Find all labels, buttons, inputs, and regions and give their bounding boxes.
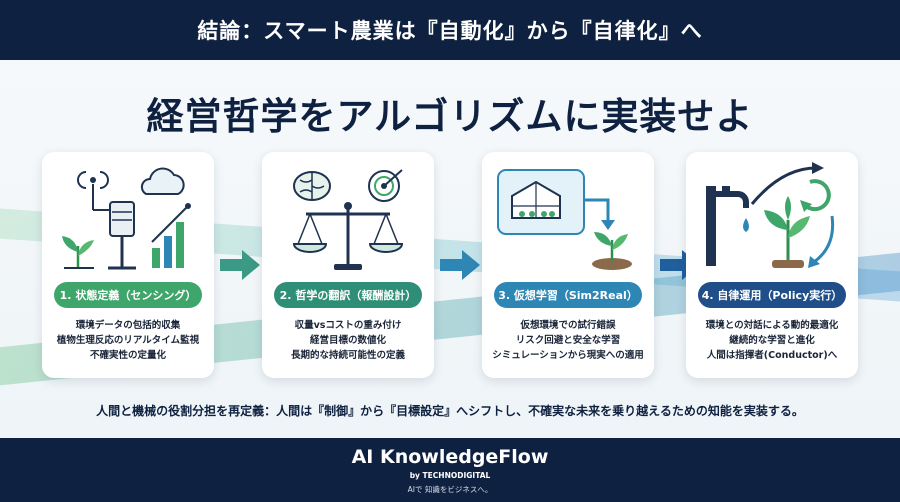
sensing-illustration	[62, 167, 191, 270]
description-line: 不確実性の定量化	[89, 350, 166, 361]
description-line: 収量vsコストの重み付け	[294, 320, 402, 331]
summary-text: 人間と機械の役割分担を再定義：人間は『制御』から『目標設定』へシフトし、不確実な…	[96, 404, 804, 418]
step-description: 収量vsコストの重み付け 経営目標の数値化 長期的な持続可能性の定義	[266, 318, 430, 363]
description-line: 仮想環境での試行錯誤	[520, 320, 616, 331]
step-card-reward-design: 2. 哲学の翻訳（報酬設計） 収量vsコストの重み付け 経営目標の数値化 長期的…	[262, 152, 434, 378]
brand-tagline: AIで 知識をビジネスへ。	[407, 485, 493, 494]
description-line: 継続的な学習と進化	[729, 335, 815, 346]
step-description: 環境データの包括的収集 植物生理反応のリアルタイム監視 不確実性の定量化	[46, 318, 210, 363]
step-card-sensing: 1. 状態定義（センシング） 環境データの包括的収集 植物生理反応のリアルタイム…	[42, 152, 214, 378]
step-description: 仮想環境での試行錯誤 リスク回避と安全な学習 シミュレーションから現実への適用	[486, 318, 650, 363]
step-label: 1. 状態定義（センシング）	[54, 282, 202, 308]
step-label: 3. 仮想学習（Sim2Real）	[494, 282, 642, 308]
simulation-illustration	[497, 169, 632, 270]
arrow-right-icon	[440, 250, 480, 280]
reward-illustration	[292, 169, 404, 270]
step-card-sim2real: 3. 仮想学習（Sim2Real） 仮想環境での試行錯誤 リスク回避と安全な学習…	[482, 152, 654, 378]
target-icon	[368, 169, 403, 202]
balance-scale-icon	[292, 202, 404, 270]
sensor-tower-icon	[77, 171, 136, 270]
description-line: 環境との対話による動的最適化	[705, 320, 839, 331]
description-line: 環境データの包括的収集	[75, 320, 181, 331]
description-line: 長期的な持続可能性の定義	[290, 350, 405, 361]
arrow-right-icon	[220, 250, 260, 280]
step-label: 2. 哲学の翻訳（報酬設計）	[274, 282, 422, 308]
plant-icon	[62, 236, 94, 269]
greenhouse-icon	[497, 169, 585, 235]
header-bar: 結論：スマート農業は『自動化』から『自律化』へ	[0, 0, 900, 60]
brand-byline: by TECHNODIGITAL	[409, 471, 491, 480]
description-line: 人間は指揮者(Conductor)へ	[706, 350, 838, 361]
headline: 経営哲学をアルゴリズムに実装せよ	[146, 95, 754, 138]
description-line: リスク回避と安全な学習	[515, 335, 621, 346]
main-panel: 経営哲学をアルゴリズムに実装せよ	[0, 60, 900, 438]
step-description: 環境との対話による動的最適化 継続的な学習と進化 人間は指揮者(Conducto…	[690, 318, 854, 363]
bar-chart-icon	[151, 203, 191, 268]
plant-icon	[764, 196, 810, 268]
cloud-icon	[140, 167, 185, 195]
footer-bar: AI KnowledgeFlow by TECHNODIGITAL AIで 知識…	[0, 438, 900, 502]
description-line: 植物生理反応のリアルタイム監視	[56, 335, 200, 346]
header-title: 結論：スマート農業は『自動化』から『自律化』へ	[197, 19, 703, 43]
autonomy-illustration	[706, 162, 835, 268]
faucet-icon	[706, 186, 749, 266]
cycle-arrows-icon	[750, 162, 835, 268]
description-line: シミュレーションから現実への適用	[492, 350, 644, 361]
brand-logo: AI KnowledgeFlow	[351, 446, 549, 468]
description-line: 経営目標の数値化	[309, 335, 386, 346]
seedling-icon	[592, 232, 632, 270]
brain-icon	[293, 171, 331, 201]
step-label: 4. 自律運用（Policy実行）	[698, 282, 846, 308]
step-card-policy: 4. 自律運用（Policy実行） 環境との対話による動的最適化 継続的な学習と…	[686, 152, 858, 378]
